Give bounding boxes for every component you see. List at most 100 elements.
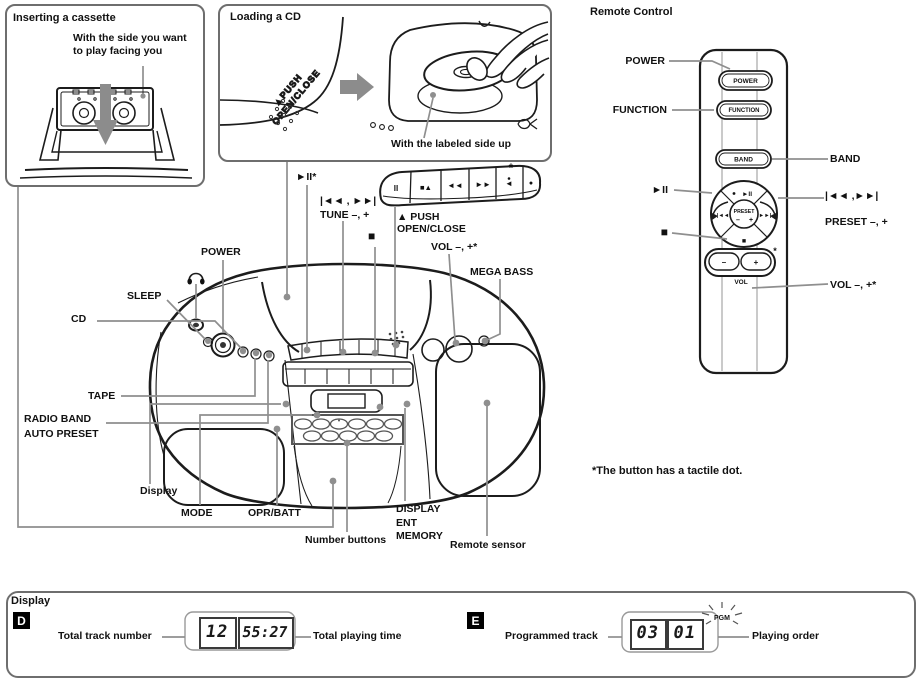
label-remote-band: BAND bbox=[830, 153, 861, 165]
vol-plus-knob bbox=[445, 335, 473, 363]
remote-play-pause-glyph: ►II bbox=[742, 191, 752, 198]
label-power: POWER bbox=[201, 246, 241, 258]
label-radio-band: RADIO BAND AUTO PRESET bbox=[24, 413, 99, 440]
remote-power-button-label: POWER bbox=[733, 78, 758, 85]
remote-band-button-label: BAND bbox=[734, 157, 753, 164]
label-play-pause: ►II* bbox=[296, 171, 317, 183]
ff-key-icon: ►► bbox=[475, 180, 491, 189]
label-display: Display bbox=[140, 485, 178, 497]
playing-order-label: Playing order bbox=[752, 630, 820, 642]
stop-eject-key-icon: ■▲ bbox=[420, 183, 432, 192]
label-remote-function: FUNCTION bbox=[612, 104, 667, 116]
label-remote-skip: |◄◄ ,►►| bbox=[825, 190, 879, 202]
label-opr-batt: OPR/BATT bbox=[248, 507, 301, 519]
label-remote-vol: VOL –, +* bbox=[830, 279, 877, 291]
cassette-caption: With the side you want to play facing yo… bbox=[73, 32, 187, 57]
radio-band-button bbox=[263, 350, 275, 362]
remote-power-button bbox=[718, 70, 773, 91]
remote-preset-minus: – bbox=[736, 217, 740, 224]
cd-loading-illustration: ▲PUSH OPEN/CLOSE bbox=[219, 16, 550, 139]
rewind-key-icon: ◄◄ bbox=[447, 181, 463, 190]
rec-key-icon: ● bbox=[529, 180, 533, 187]
insert-arrow-icon bbox=[93, 84, 118, 145]
grip-dots bbox=[268, 98, 300, 132]
sleep-button bbox=[202, 336, 214, 348]
headphones-icon bbox=[187, 272, 205, 285]
remote-leader-lines bbox=[669, 60, 829, 289]
disc-mark-icon bbox=[517, 118, 538, 130]
total-time-label: Total playing time bbox=[313, 630, 402, 642]
right-speaker bbox=[435, 343, 541, 497]
label-remote-skip-preset: |◄◄ ,►►| PRESET –, + bbox=[825, 190, 888, 229]
remote-vol-minus: – bbox=[722, 258, 727, 267]
remote-preset-label: PRESET bbox=[734, 209, 756, 215]
label-display-ent-memory: DISPLAY ENT MEMORY bbox=[396, 503, 443, 542]
badge-d: D bbox=[13, 612, 30, 629]
cassette-illustration bbox=[19, 66, 193, 179]
remote-illustration: POWER FUNCTION BAND PRESET – + ►II ■ |◄◄… bbox=[669, 48, 829, 375]
cd-caption: With the labeled side up bbox=[391, 138, 512, 150]
label-remote-preset: PRESET –, + bbox=[825, 216, 888, 228]
vol-minus-knob bbox=[421, 338, 445, 362]
remote-vol-text: VOL bbox=[734, 279, 747, 286]
label-remote-stop: ■ bbox=[660, 225, 668, 239]
label-tune: TUNE –, + bbox=[320, 209, 370, 221]
badge-e: E bbox=[467, 612, 484, 629]
label-remote-play-pause: ►II bbox=[651, 184, 668, 196]
hand-illustration bbox=[466, 21, 550, 89]
left-speaker bbox=[163, 428, 285, 506]
pause-key-icon: II bbox=[394, 184, 398, 193]
total-track-value: 12 bbox=[204, 621, 230, 642]
display-box-title: Display bbox=[11, 595, 51, 607]
tactile-dot-star: * bbox=[509, 161, 514, 175]
label-tape: TAPE bbox=[88, 390, 116, 402]
label-remote-power: POWER bbox=[625, 55, 665, 67]
programmed-track-display bbox=[630, 619, 667, 650]
total-time-value: 55:27 bbox=[240, 622, 290, 641]
programmed-track-value: 03 bbox=[634, 623, 661, 643]
leader-dots bbox=[205, 293, 491, 485]
cassette-box-title: Inserting a cassette bbox=[13, 12, 116, 24]
label-vol: VOL –, +* bbox=[431, 241, 478, 253]
mega-bass-button bbox=[478, 335, 490, 347]
cassette-callout-box bbox=[5, 4, 205, 187]
display-callout-box bbox=[6, 591, 916, 678]
programmed-track-label: Programmed track bbox=[505, 630, 598, 642]
pgm-flash-icon bbox=[701, 602, 743, 625]
label-remote-sensor: Remote sensor bbox=[450, 539, 526, 551]
tape-key-row: II ■▲ ◄◄ ►► ◄ ● * bbox=[379, 161, 542, 207]
remote-skip-back-glyph: |◄◄ bbox=[717, 213, 729, 219]
cd-box-title: Loading a CD bbox=[230, 11, 301, 23]
total-track-display bbox=[199, 617, 237, 649]
label-skip: |◄◄ , ►►| bbox=[320, 195, 377, 207]
label-mode: MODE bbox=[181, 507, 213, 519]
pgm-indicator: PGM bbox=[714, 615, 730, 622]
total-track-label: Total track number bbox=[58, 630, 152, 642]
unit-display-window bbox=[310, 389, 383, 413]
remote-function-button-label: FUNCTION bbox=[729, 108, 760, 114]
tape-button bbox=[250, 348, 262, 360]
label-stop: ■ bbox=[368, 229, 376, 243]
total-time-display bbox=[238, 617, 294, 649]
leader-lines bbox=[17, 162, 501, 536]
remote-section-title: Remote Control bbox=[590, 6, 673, 18]
remote-vol-rocker bbox=[704, 248, 776, 277]
remote-preset-plus: + bbox=[749, 217, 753, 224]
label-mega-bass: MEGA BASS bbox=[470, 266, 534, 278]
display-examples: PGM bbox=[162, 602, 749, 653]
tactile-dot-footnote: *The button has a tactile dot. bbox=[592, 465, 743, 477]
label-cd: CD bbox=[71, 313, 87, 325]
cd-button bbox=[237, 346, 249, 358]
playing-order-display bbox=[667, 619, 704, 650]
remote-stop-glyph: ■ bbox=[742, 238, 746, 245]
next-step-arrow-icon bbox=[340, 73, 374, 101]
label-push-open-close: ▲ PUSH OPEN/CLOSE bbox=[397, 211, 466, 235]
remote-vol-plus: + bbox=[754, 258, 759, 267]
cd-callout-box bbox=[218, 4, 552, 162]
remote-band-button bbox=[715, 149, 772, 169]
label-number-buttons: Number buttons bbox=[305, 534, 387, 546]
label-sleep: SLEEP bbox=[127, 290, 162, 302]
remote-function-button bbox=[716, 100, 772, 120]
play-key-icon: ◄ bbox=[505, 179, 513, 188]
